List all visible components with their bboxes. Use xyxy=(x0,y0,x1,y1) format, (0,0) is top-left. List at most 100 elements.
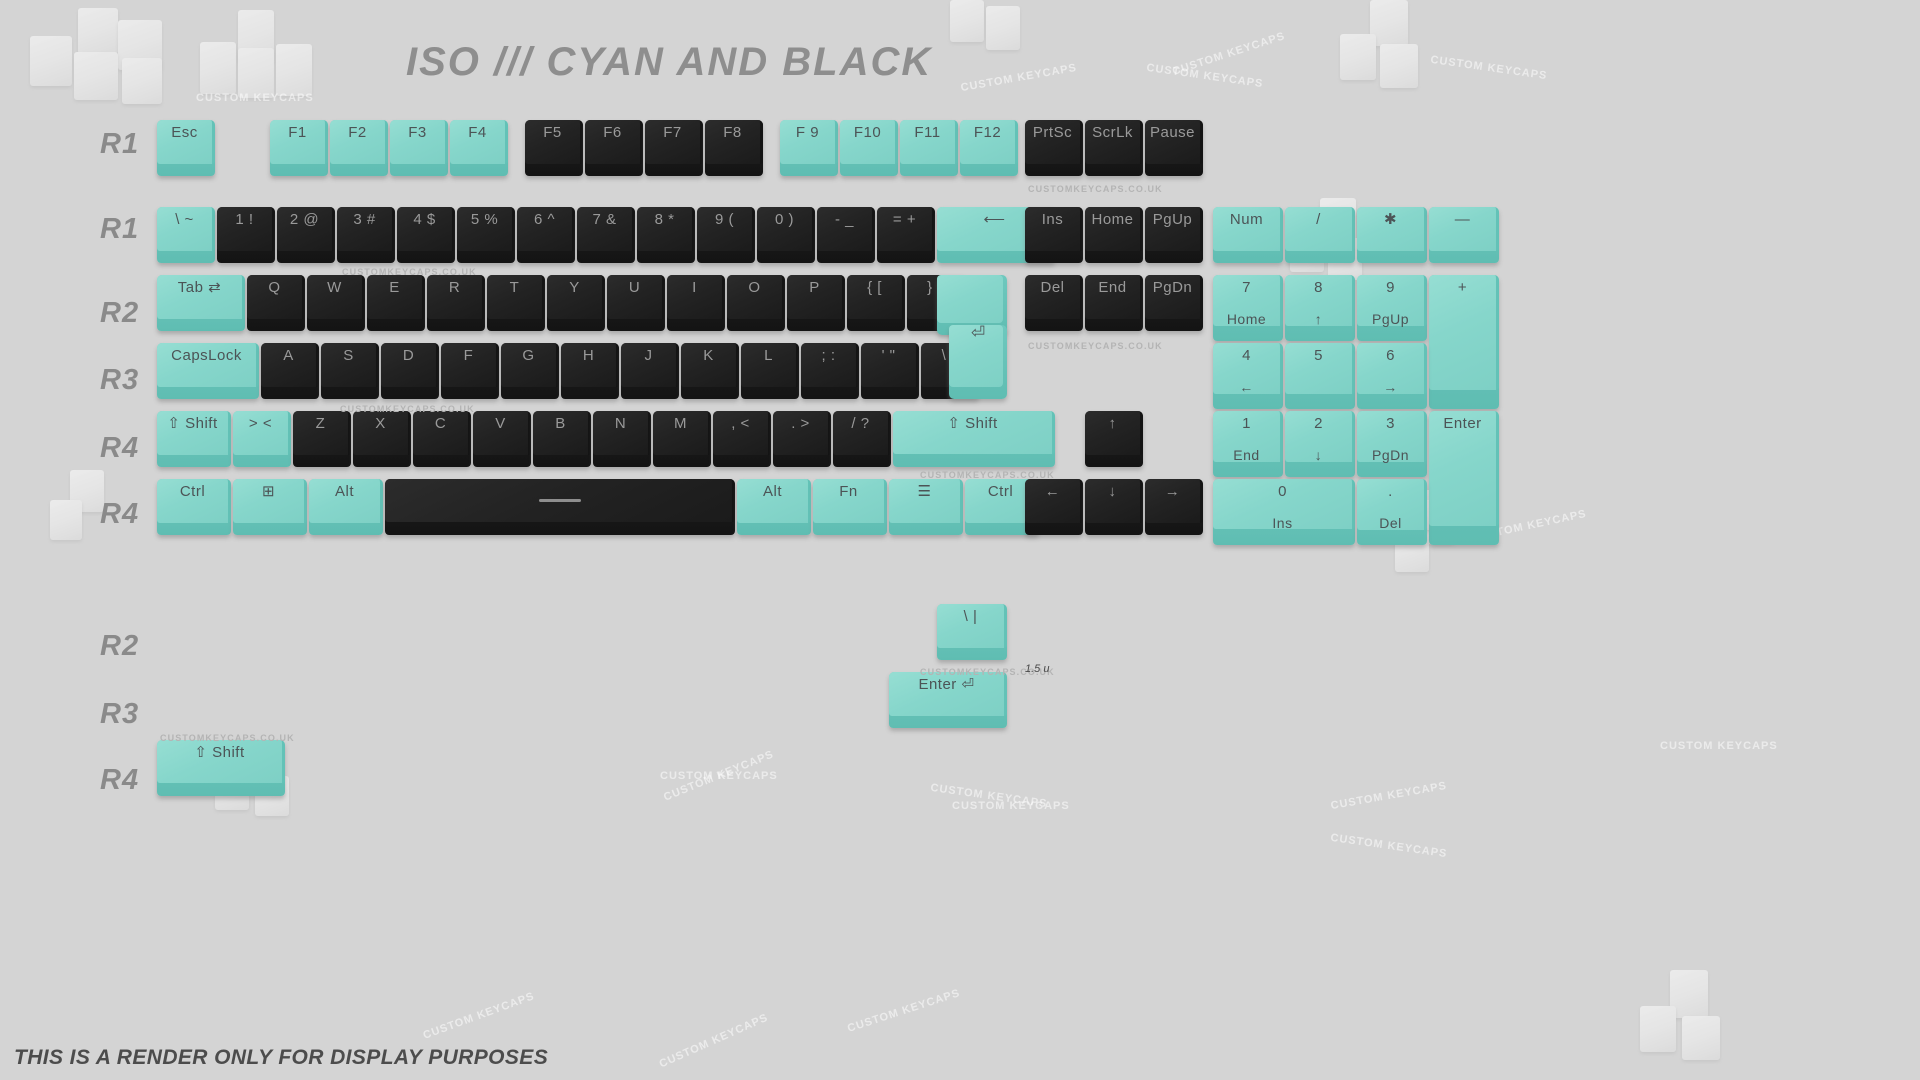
key-alt-left[interactable]: Alt xyxy=(309,479,383,535)
key-ctrl-left[interactable]: Ctrl xyxy=(157,479,231,535)
key-grave[interactable]: \ ~ xyxy=(157,207,215,263)
key-numpad-decimal[interactable]: .Del xyxy=(1357,479,1427,545)
key-f11[interactable]: F11 xyxy=(900,120,958,176)
key-key-s[interactable]: S xyxy=(321,343,379,399)
key-key-k[interactable]: K xyxy=(681,343,739,399)
key-comma[interactable]: , < xyxy=(713,411,771,467)
key-key-a[interactable]: A xyxy=(261,343,319,399)
key-slash[interactable]: / ? xyxy=(833,411,891,467)
key-key-d[interactable]: D xyxy=(381,343,439,399)
key-numpad-enter[interactable]: Enter xyxy=(1429,411,1499,545)
key-digit-3[interactable]: 3 # xyxy=(337,207,395,263)
key-numpad-2[interactable]: 2↓ xyxy=(1285,411,1355,477)
key-capslock[interactable]: CapsLock xyxy=(157,343,259,399)
key-key-i[interactable]: I xyxy=(667,275,725,331)
key-fn[interactable]: Fn xyxy=(813,479,887,535)
key-f12[interactable]: F12 xyxy=(960,120,1018,176)
key-end[interactable]: End xyxy=(1085,275,1143,331)
key-key-w[interactable]: W xyxy=(307,275,365,331)
key-quote[interactable]: ' " xyxy=(861,343,919,399)
key-key-z[interactable]: Z xyxy=(293,411,351,467)
key-key-g[interactable]: G xyxy=(501,343,559,399)
key-key-e[interactable]: E xyxy=(367,275,425,331)
key-pagedown[interactable]: PgDn xyxy=(1145,275,1203,331)
key-key-p[interactable]: P xyxy=(787,275,845,331)
key-extra-hash-r2[interactable]: \ | xyxy=(937,604,1007,660)
key-f4[interactable]: F4 xyxy=(450,120,508,176)
key-f5[interactable]: F5 xyxy=(525,120,583,176)
key-shift-right[interactable]: ⇧ Shift xyxy=(893,411,1055,467)
key-digit-2[interactable]: 2 @ xyxy=(277,207,335,263)
key-digit-0[interactable]: 0 ) xyxy=(757,207,815,263)
key-numlock[interactable]: Num xyxy=(1213,207,1283,263)
key-semicolon[interactable]: ; : xyxy=(801,343,859,399)
key-key-m[interactable]: M xyxy=(653,411,711,467)
key-key-y[interactable]: Y xyxy=(547,275,605,331)
key-digit-4[interactable]: 4 $ xyxy=(397,207,455,263)
key-key-f[interactable]: F xyxy=(441,343,499,399)
key-tab[interactable]: Tab ⇄ xyxy=(157,275,245,331)
key-pageup[interactable]: PgUp xyxy=(1145,207,1203,263)
key-key-l[interactable]: L xyxy=(741,343,799,399)
key-numpad-6[interactable]: 6→ xyxy=(1357,343,1427,409)
key-digit-7[interactable]: 7 & xyxy=(577,207,635,263)
key-digit-1[interactable]: 1 ! xyxy=(217,207,275,263)
key-digit-5[interactable]: 5 % xyxy=(457,207,515,263)
key-arrow-right[interactable]: → xyxy=(1145,479,1203,535)
key-prtsc[interactable]: PrtSc xyxy=(1025,120,1083,176)
key-key-r[interactable]: R xyxy=(427,275,485,331)
key-f2[interactable]: F2 xyxy=(330,120,388,176)
key-delete[interactable]: Del xyxy=(1025,275,1083,331)
key-minus[interactable]: - _ xyxy=(817,207,875,263)
key-numpad-8[interactable]: 8↑ xyxy=(1285,275,1355,341)
key-f9[interactable]: F 9 xyxy=(780,120,838,176)
key-key-b[interactable]: B xyxy=(533,411,591,467)
key-key-v[interactable]: V xyxy=(473,411,531,467)
key-f1[interactable]: F1 xyxy=(270,120,328,176)
key-digit-6[interactable]: 6 ^ xyxy=(517,207,575,263)
key-key-h[interactable]: H xyxy=(561,343,619,399)
key-numpad-plus[interactable]: + xyxy=(1429,275,1499,409)
key-equal[interactable]: = + xyxy=(877,207,935,263)
key-period[interactable]: . > xyxy=(773,411,831,467)
key-numpad-4[interactable]: 4← xyxy=(1213,343,1283,409)
key-pause[interactable]: Pause xyxy=(1145,120,1203,176)
key-key-c[interactable]: C xyxy=(413,411,471,467)
key-iso-backslash[interactable]: > < xyxy=(233,411,291,467)
key-f6[interactable]: F6 xyxy=(585,120,643,176)
key-f3[interactable]: F3 xyxy=(390,120,448,176)
key-key-t[interactable]: T xyxy=(487,275,545,331)
key-f7[interactable]: F7 xyxy=(645,120,703,176)
key-extra-iso-enter-r3[interactable]: Enter ⏎ xyxy=(889,672,1007,728)
key-arrow-down[interactable]: ↓ xyxy=(1085,479,1143,535)
key-win-left[interactable]: ⊞ xyxy=(233,479,307,535)
key-alt-right[interactable]: Alt xyxy=(737,479,811,535)
key-numpad-multiply[interactable]: ✱ xyxy=(1357,207,1427,263)
key-f8[interactable]: F8 xyxy=(705,120,763,176)
key-arrow-up[interactable]: ↑ xyxy=(1085,411,1143,467)
key-digit-9[interactable]: 9 ( xyxy=(697,207,755,263)
key-key-o[interactable]: O xyxy=(727,275,785,331)
key-scrlk[interactable]: ScrLk xyxy=(1085,120,1143,176)
key-numpad-5[interactable]: 5 xyxy=(1285,343,1355,409)
key-insert[interactable]: Ins xyxy=(1025,207,1083,263)
key-extra-shift-r4[interactable]: ⇧ Shift xyxy=(157,740,285,796)
key-key-u[interactable]: U xyxy=(607,275,665,331)
key-numpad-divide[interactable]: / xyxy=(1285,207,1355,263)
key-key-n[interactable]: N xyxy=(593,411,651,467)
key-key-q[interactable]: Q xyxy=(247,275,305,331)
key-spacebar[interactable] xyxy=(385,479,735,535)
key-digit-8[interactable]: 8 * xyxy=(637,207,695,263)
key-arrow-left[interactable]: ← xyxy=(1025,479,1083,535)
iso-enter-key[interactable]: ⏎ xyxy=(937,275,1007,399)
key-key-x[interactable]: X xyxy=(353,411,411,467)
key-bracket-left[interactable]: { [ xyxy=(847,275,905,331)
key-esc[interactable]: Esc xyxy=(157,120,215,176)
key-menu[interactable]: ☰ xyxy=(889,479,963,535)
key-numpad-minus[interactable]: — xyxy=(1429,207,1499,263)
key-f10[interactable]: F10 xyxy=(840,120,898,176)
